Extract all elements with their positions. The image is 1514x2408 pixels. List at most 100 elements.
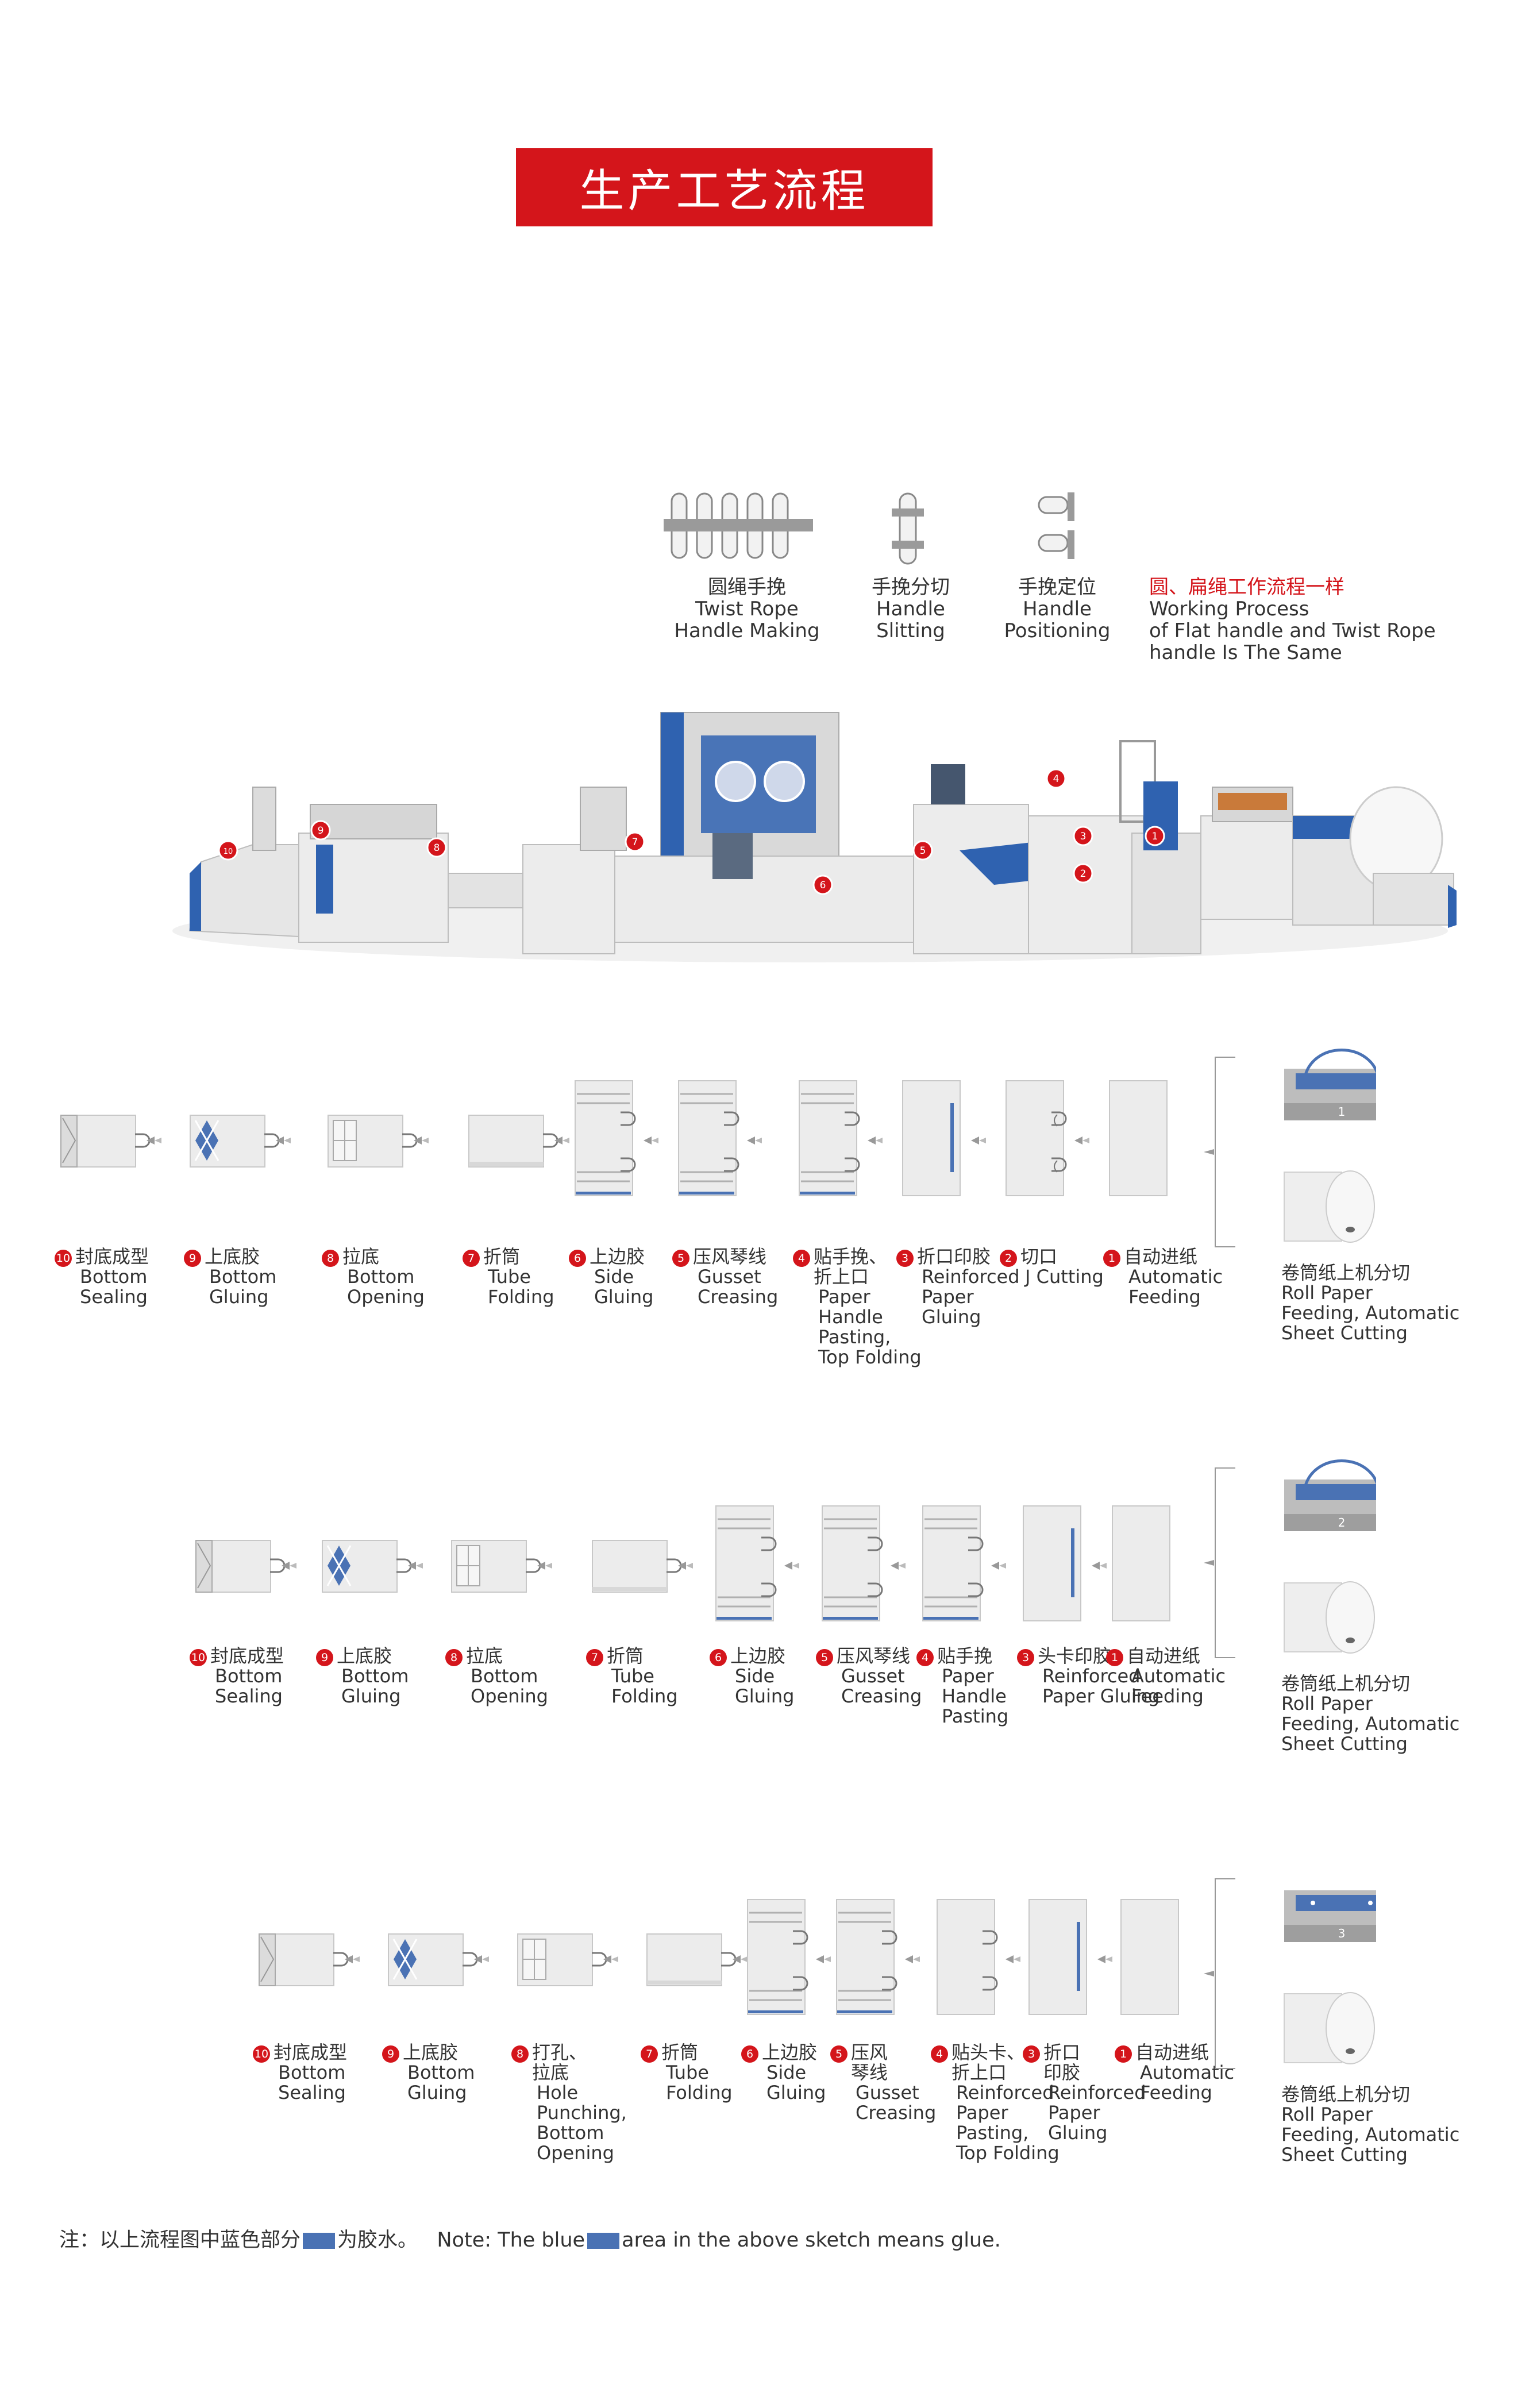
step-number-badge: 10 — [55, 1250, 72, 1267]
machine-marker-label: 2 — [1080, 868, 1087, 880]
machine-marker-label: 9 — [318, 825, 324, 837]
flow-arrow-icon — [345, 1955, 360, 1963]
flow-arrow-icon — [554, 1136, 569, 1145]
step-number-badge: 4 — [931, 2045, 948, 2063]
flow-arrow-icon — [868, 1136, 883, 1145]
step-en-label: Side Gluing — [735, 1665, 795, 1707]
bag-sketch-tall-h2 — [575, 1080, 636, 1196]
step-number-badge: 6 — [741, 2045, 758, 2063]
step-number-badge: 4 — [916, 1649, 934, 1666]
step-zh-text: 折筒 — [661, 2041, 699, 2063]
roll-caption-en: Roll Paper Feeding, Automatic Sheet Cutt… — [1281, 1693, 1460, 1755]
step-zh-text: 打孔、 拉底 — [532, 2041, 588, 2083]
twist-rope-handle-icon — [664, 492, 813, 559]
machine-marker-label: 6 — [820, 880, 826, 891]
flow-arrow-icon — [147, 1136, 161, 1145]
handle-step-caption: 圆绳手挽 Twist Rope Handle Making — [674, 576, 820, 642]
roll-sheet-number: 2 — [1338, 1516, 1346, 1529]
bag-sketch-tall-plain — [937, 1899, 998, 2015]
bag-sketch-openbottom — [451, 1540, 541, 1593]
glue-swatch — [303, 2233, 336, 2249]
step-number-badge: 10 — [190, 1649, 207, 1666]
bag-sketch-tall — [1120, 1899, 1179, 2015]
bag-sketch-sealed — [60, 1115, 151, 1168]
step-en-label: Tube Folding — [611, 1665, 678, 1707]
flow-arrow-icon — [408, 1562, 423, 1570]
flow-arrow-icon — [971, 1136, 986, 1145]
step-zh-text: 上底胶 — [205, 1246, 260, 1267]
bag-sketch-tall-edge — [1028, 1899, 1087, 2015]
step-number-badge: 1 — [1103, 1250, 1120, 1267]
step-zh-text: 自动进纸 — [1135, 2041, 1209, 2063]
flow-arrow-icon — [414, 1136, 429, 1145]
roll-caption-zh: 卷筒纸上机分切 — [1281, 1262, 1411, 1284]
step-en-label: J Cutting — [1025, 1266, 1104, 1288]
step-number-badge: 8 — [322, 1250, 339, 1267]
bag-sketch-gluedbottom — [388, 1933, 478, 1986]
machine-marker-label: 3 — [1080, 831, 1087, 842]
roll-feeding-panel: 2 — [1204, 1459, 1376, 1658]
bag-sketch-sealed — [195, 1540, 286, 1593]
handle-positioning-icon — [1038, 492, 1074, 559]
flow-arrow-icon — [784, 1562, 799, 1570]
step-zh-text: 封底成型 — [75, 1246, 149, 1267]
step-zh-text: 上底胶 — [403, 2041, 459, 2063]
step-zh-text: 贴手挽、 折上口 — [814, 1246, 888, 1288]
step-number-badge: 3 — [1023, 2045, 1040, 2063]
flow-arrow-icon — [1092, 1562, 1107, 1570]
footnote-zh-after: 为胶水。 — [337, 2229, 418, 2252]
step-number-badge: 9 — [382, 2045, 399, 2063]
step-zh-text: 贴手挽 — [937, 1645, 993, 1667]
bag-sketch-openbottom — [328, 1115, 418, 1168]
step-number-badge: 1 — [1115, 2045, 1132, 2063]
step-number-badge: 6 — [710, 1649, 727, 1666]
step-en-label: Hole Punching, Bottom Opening — [537, 2082, 627, 2164]
bag-sketch-tall-edge — [902, 1080, 961, 1196]
step-number-badge: 8 — [445, 1649, 463, 1666]
step-en-label: Bottom Gluing — [407, 2062, 475, 2103]
flow-arrow-icon — [603, 1955, 618, 1963]
footnote-en-before: Note: The blue — [437, 2229, 585, 2252]
step-en-label: Bottom Sealing — [215, 1665, 283, 1707]
flow-arrow-icon — [276, 1136, 291, 1145]
flow-arrow-icon — [282, 1562, 296, 1570]
step-zh-text: 折口印胶 — [917, 1246, 991, 1267]
step-en-label: Gusset Creasing — [841, 1665, 922, 1707]
machine-marker-label: 4 — [1053, 773, 1060, 785]
step-en-label: Tube Folding — [488, 1266, 554, 1308]
machine-marker: 5 — [912, 840, 933, 861]
bag-sketch-tube — [592, 1540, 682, 1593]
step-number-badge: 5 — [672, 1250, 689, 1267]
footnote-zh-before: 注：以上流程图中蓝色部分 — [59, 2229, 301, 2252]
step-en-label: Bottom Opening — [347, 1266, 425, 1308]
bag-sketch-tube — [468, 1115, 558, 1168]
machine-marker-label: 8 — [434, 842, 440, 854]
step-en-label: Tube Folding — [666, 2062, 733, 2103]
step-en-label: Automatic Feeding — [1131, 1665, 1226, 1707]
step-zh-text: 头卡印胶 — [1038, 1645, 1112, 1667]
roll-caption-en: Roll Paper Feeding, Automatic Sheet Cutt… — [1281, 2103, 1460, 2166]
step-number-badge: 1 — [1106, 1649, 1123, 1666]
